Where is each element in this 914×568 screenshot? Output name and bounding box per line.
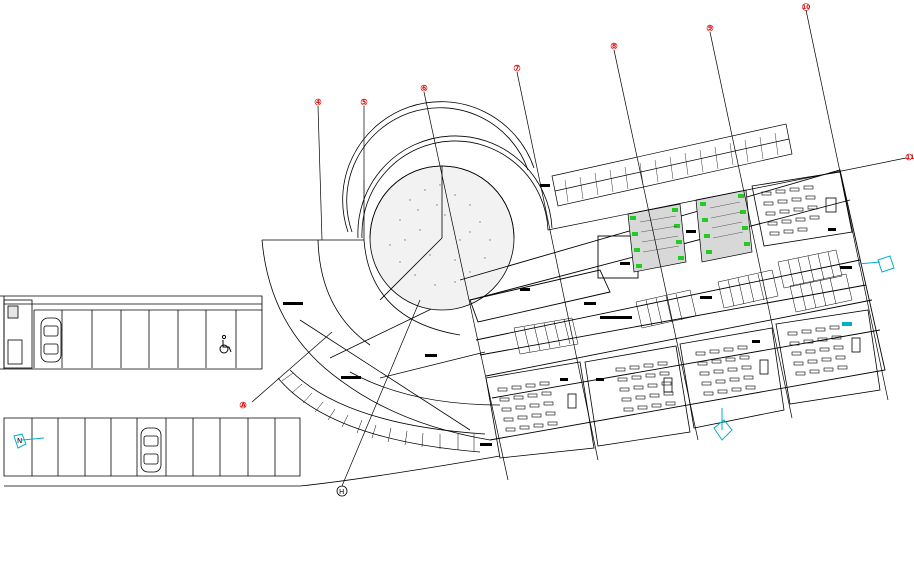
stair-icon [551, 123, 793, 207]
grid-label: 7 [513, 64, 521, 72]
circle-texture [389, 184, 491, 286]
accessible-parking-icon [219, 334, 232, 354]
grid-label: 10 [802, 4, 810, 11]
desk-icon [567, 197, 861, 409]
grid-label: A [241, 402, 246, 409]
classroom-block [485, 171, 881, 459]
grid-label: 7 [515, 65, 519, 72]
parking-area [0, 295, 501, 487]
axis-marker: H [336, 485, 348, 497]
grid-label: 9 [708, 25, 712, 32]
stair-icon [513, 249, 853, 355]
axis-marker-label: H [339, 488, 344, 496]
grid-label: 11 [906, 154, 914, 161]
upper-parking-stalls [33, 309, 262, 368]
grid-label: 9 [706, 24, 714, 32]
north-arrow-icon: N [13, 433, 45, 449]
grid-label: 8 [612, 43, 616, 50]
north-arrow-icon [857, 255, 895, 273]
curved-plaza [261, 180, 501, 453]
car-icon [140, 427, 162, 473]
grid-label: A [239, 401, 247, 409]
circular-feature [342, 101, 553, 311]
grid-label: 10 [802, 3, 810, 11]
grid-label: 4 [316, 99, 320, 106]
grid-label: 6 [422, 85, 426, 92]
svg-text:N: N [17, 437, 22, 445]
courtyard-planting [627, 189, 753, 273]
grid-label: 5 [362, 99, 366, 106]
car-icon [40, 317, 62, 363]
north-arrow-icon [713, 408, 733, 441]
grid-label: 11 [905, 153, 914, 161]
grid-label: 8 [610, 42, 618, 50]
grid-label: 5 [360, 98, 368, 106]
grid-lines [251, 9, 907, 487]
seating-icon [497, 185, 848, 432]
grid-label: 4 [314, 98, 322, 106]
room-labels [520, 184, 852, 381]
lower-parking-stalls [31, 418, 276, 476]
grid-label: 6 [420, 84, 428, 92]
